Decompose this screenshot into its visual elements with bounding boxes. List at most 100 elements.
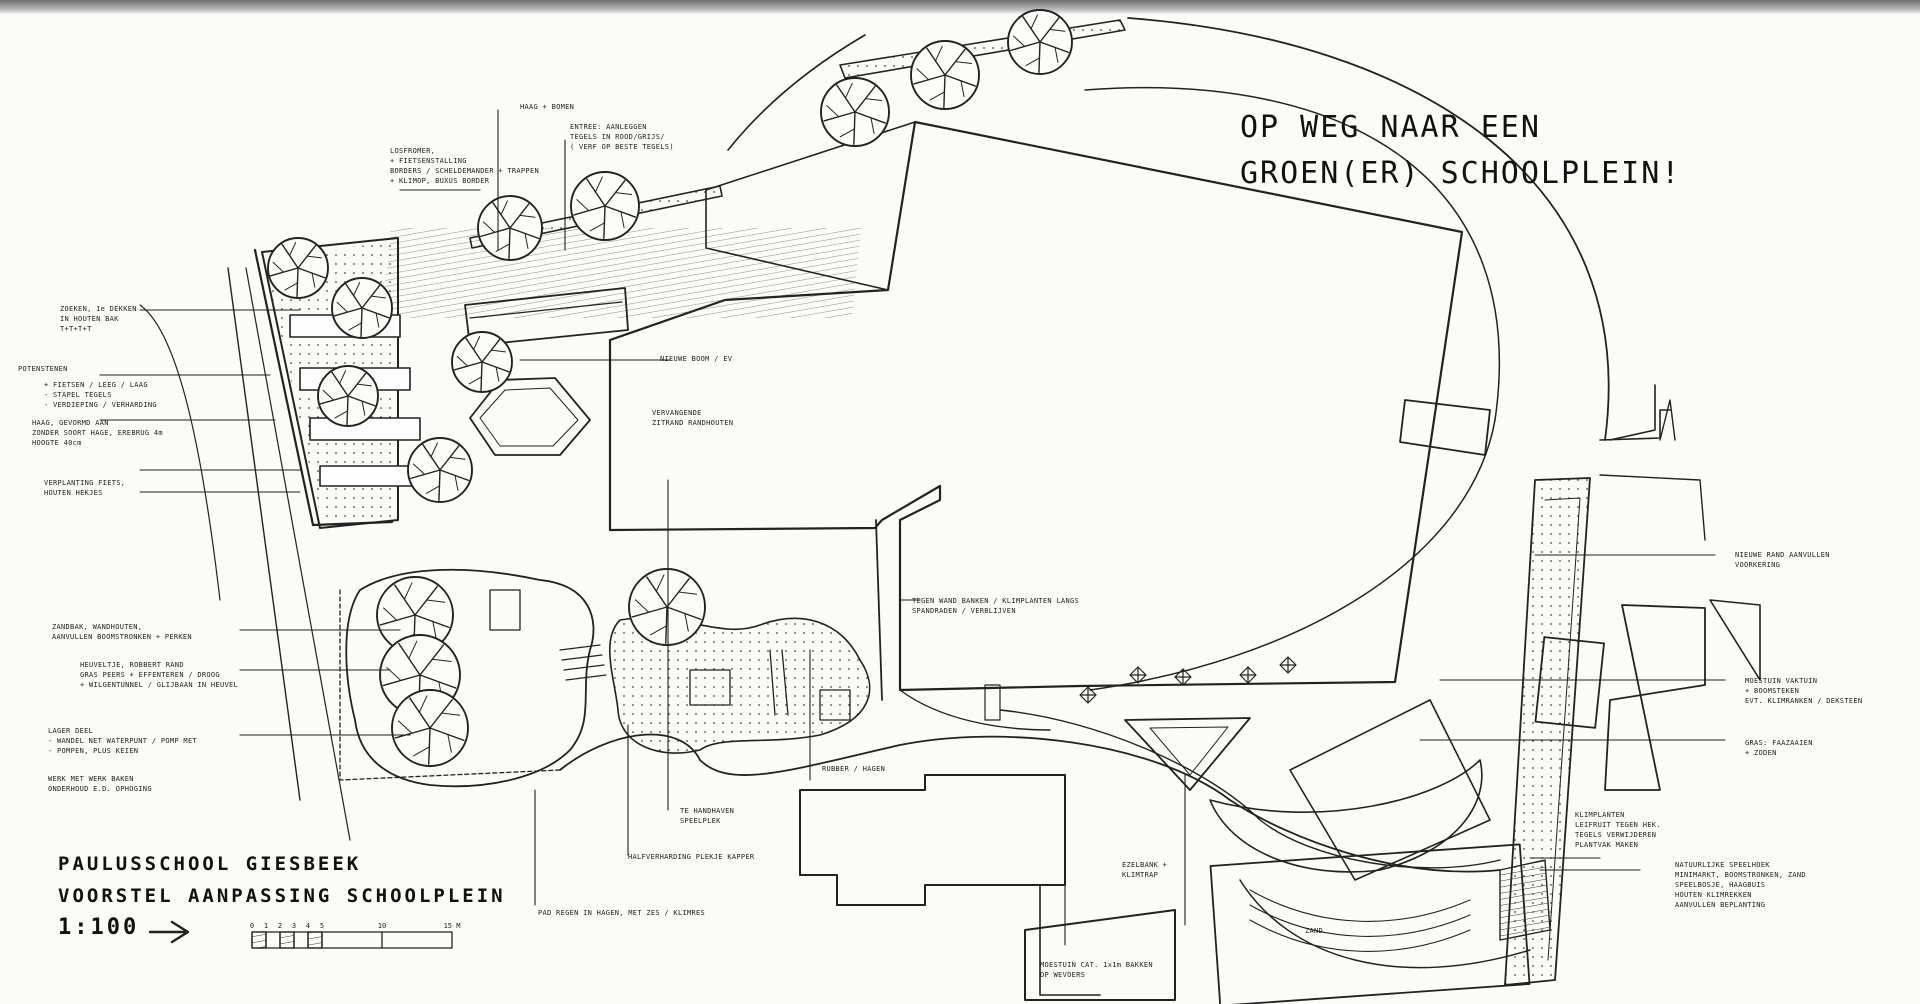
label-rubber: RUBBER / HAGEN: [822, 765, 886, 773]
scale-tick-label: 4: [306, 922, 310, 930]
tree-symbol: [407, 437, 473, 503]
title-line-2: GROEN(ER) SCHOOLPLEIN!: [1240, 156, 1682, 191]
left-lower-building: [1039, 884, 1101, 996]
right-hedge-inner: [1544, 497, 1581, 961]
plant-symbol: [1174, 668, 1192, 686]
label-haag-bomen: HAAG + BOMEN: [520, 103, 575, 111]
tree-symbol: [910, 40, 980, 110]
lower-building-1: [799, 774, 1066, 906]
amphitheatre-steps: [1249, 889, 1471, 952]
scale-tick-label: 1: [264, 922, 268, 930]
tree-symbol: [628, 568, 706, 646]
entry-wall: [705, 121, 916, 191]
label-halfverharding: HALFVERHARDING PLEKJE KAPPER: [628, 853, 755, 861]
lower-connector: [899, 689, 1051, 731]
right-building-2: [1709, 599, 1761, 681]
label-lager-deel: LAGER DEEL- WANDEL NET WATERPUNT / POMP …: [48, 727, 197, 755]
tree-symbol: [477, 195, 543, 261]
tree-symbol: [331, 277, 393, 339]
right-hatched-block: [1499, 859, 1551, 941]
curved-edge-lower: [1239, 879, 1531, 969]
hexagon-sitting-area: [469, 377, 591, 456]
boundary-line-left: [227, 267, 301, 801]
curving-path-outer: [559, 733, 1501, 873]
label-ezelbank: EZELBANK +KLIMTRAP: [1122, 861, 1168, 879]
leader-lines: [99, 109, 1726, 946]
scale-tick-label: 15 M: [444, 922, 461, 930]
left-hedge-line: [253, 248, 394, 527]
building-entry-nub: [1399, 399, 1491, 456]
plant-symbol: [1239, 666, 1257, 684]
triangle-bed: [1124, 717, 1251, 791]
title-line-1: OP WEG NAAR EEN: [1240, 110, 1541, 145]
label-nieuwe-boom: NIEUWE BOOM / EV: [660, 355, 733, 363]
footer-title-block: PAULUSSCHOOL GIESBEEK VOORSTEL AANPASSIN…: [58, 848, 506, 944]
label-fietsen: + FIETSEN / LEEG / LAAG- STAPEL TEGELS- …: [44, 381, 157, 409]
outer-arc: [1127, 17, 1610, 441]
label-zand: ZAND: [1305, 927, 1324, 935]
label-zandbak: ZANDBAK, WANDHOUTEN,AANVULLEN BOOMSTRONK…: [52, 623, 192, 641]
bench-upper: [464, 287, 629, 347]
plant-symbol-row: [1079, 656, 1297, 704]
drawing-title: OP WEG NAAR EEN GROEN(ER) SCHOOLPLEIN!: [1240, 105, 1681, 197]
inner-arc: [1084, 86, 1501, 421]
scale-tick-label: 0: [250, 922, 254, 930]
label-verplanting: VERPLANTING FIETS,HOUTEN HEKJES: [44, 479, 126, 497]
bench-upper-inner: [469, 301, 623, 319]
building-side-wall: [875, 519, 883, 701]
scale-tick-label: 10: [378, 922, 386, 930]
climb-frame: [689, 669, 731, 706]
right-building: [1659, 399, 1676, 441]
tree-symbol: [820, 77, 890, 147]
steps-lower-left: [984, 684, 1001, 721]
hatched-entry: [381, 228, 862, 318]
scale-tick-label: 5: [320, 922, 324, 930]
label-pad: PAD REGEN IN HAGEN, MET ZES / KLIMRES: [538, 909, 706, 917]
plant-symbol: [1079, 686, 1097, 704]
small-building-right: [1534, 636, 1605, 729]
scale-tick-label: 3: [292, 922, 296, 930]
scale-arrow: [148, 920, 190, 944]
boundary-line-top: [139, 304, 221, 601]
tree-hedge-strip-upper: [839, 19, 1126, 79]
tree-symbol: [570, 171, 640, 241]
boundary-line-left2: [245, 267, 351, 841]
label-potenstenen: POTENSTENEN: [18, 365, 68, 373]
trees-group: [267, 9, 1073, 767]
sandbox-square: [819, 689, 851, 721]
play-hill: [345, 568, 595, 788]
stairs: [559, 644, 607, 681]
footer-proposal: VOORSTEL AANPASSING SCHOOLPLEIN: [58, 885, 506, 907]
wall-right-top2: [1599, 474, 1706, 541]
left-planting-bed: [261, 237, 399, 529]
tree-symbol: [267, 237, 329, 299]
hexagon-inner: [479, 387, 579, 447]
vegetable-garden: [1289, 699, 1491, 881]
crescent-bed: [1209, 759, 1483, 873]
play-beam: [769, 649, 789, 716]
label-grasveld: GRAS: FAAZAAIEN+ ZODEN: [1745, 739, 1813, 757]
tree-symbol: [451, 331, 513, 393]
wall-right-top: [1609, 384, 1656, 441]
right-building-stub: [1599, 409, 1671, 441]
triangle-bed-inner: [1149, 726, 1229, 776]
field-arc: [1089, 419, 1496, 691]
curving-path-inner: [999, 709, 1501, 869]
play-fence: [339, 589, 561, 781]
footer-scale: 1:100: [58, 915, 140, 940]
